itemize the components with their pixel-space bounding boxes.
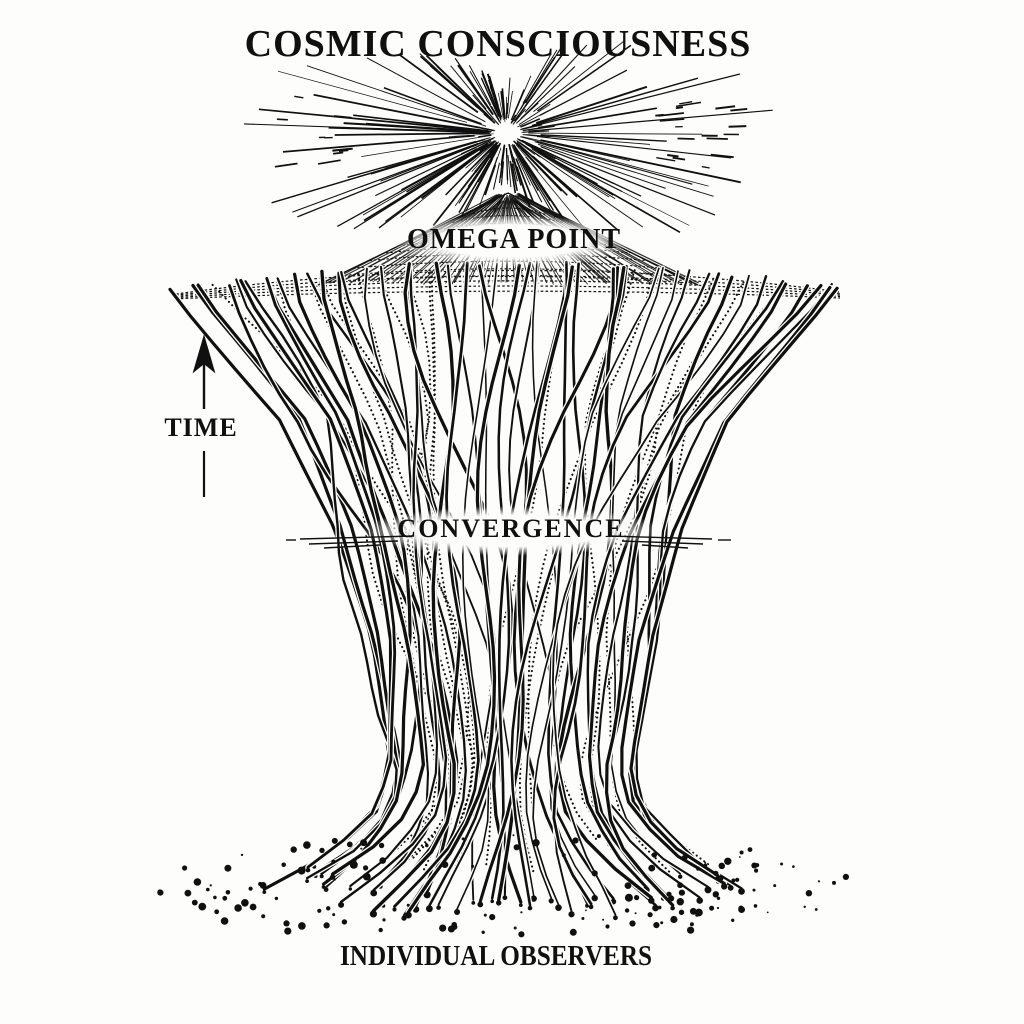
omega-label-glow xyxy=(390,215,634,267)
omega-point-label: OMEGA POINT xyxy=(406,224,622,255)
convergence-label-glow xyxy=(359,506,663,556)
up-arrow-icon xyxy=(192,334,216,497)
convergence-label: CONVERGENCE xyxy=(397,514,625,543)
convergence-dashes xyxy=(286,535,731,549)
worldline-strands xyxy=(167,259,840,921)
starburst-icon xyxy=(243,40,773,234)
individual-observers-label: INDIVIDUAL OBSERVERS xyxy=(339,941,653,972)
time-axis-label: TIME xyxy=(164,413,238,442)
observer-dots xyxy=(157,834,850,938)
diagram-title: COSMIC CONSCIOUSNESS xyxy=(244,23,752,65)
label-glows xyxy=(359,215,663,556)
